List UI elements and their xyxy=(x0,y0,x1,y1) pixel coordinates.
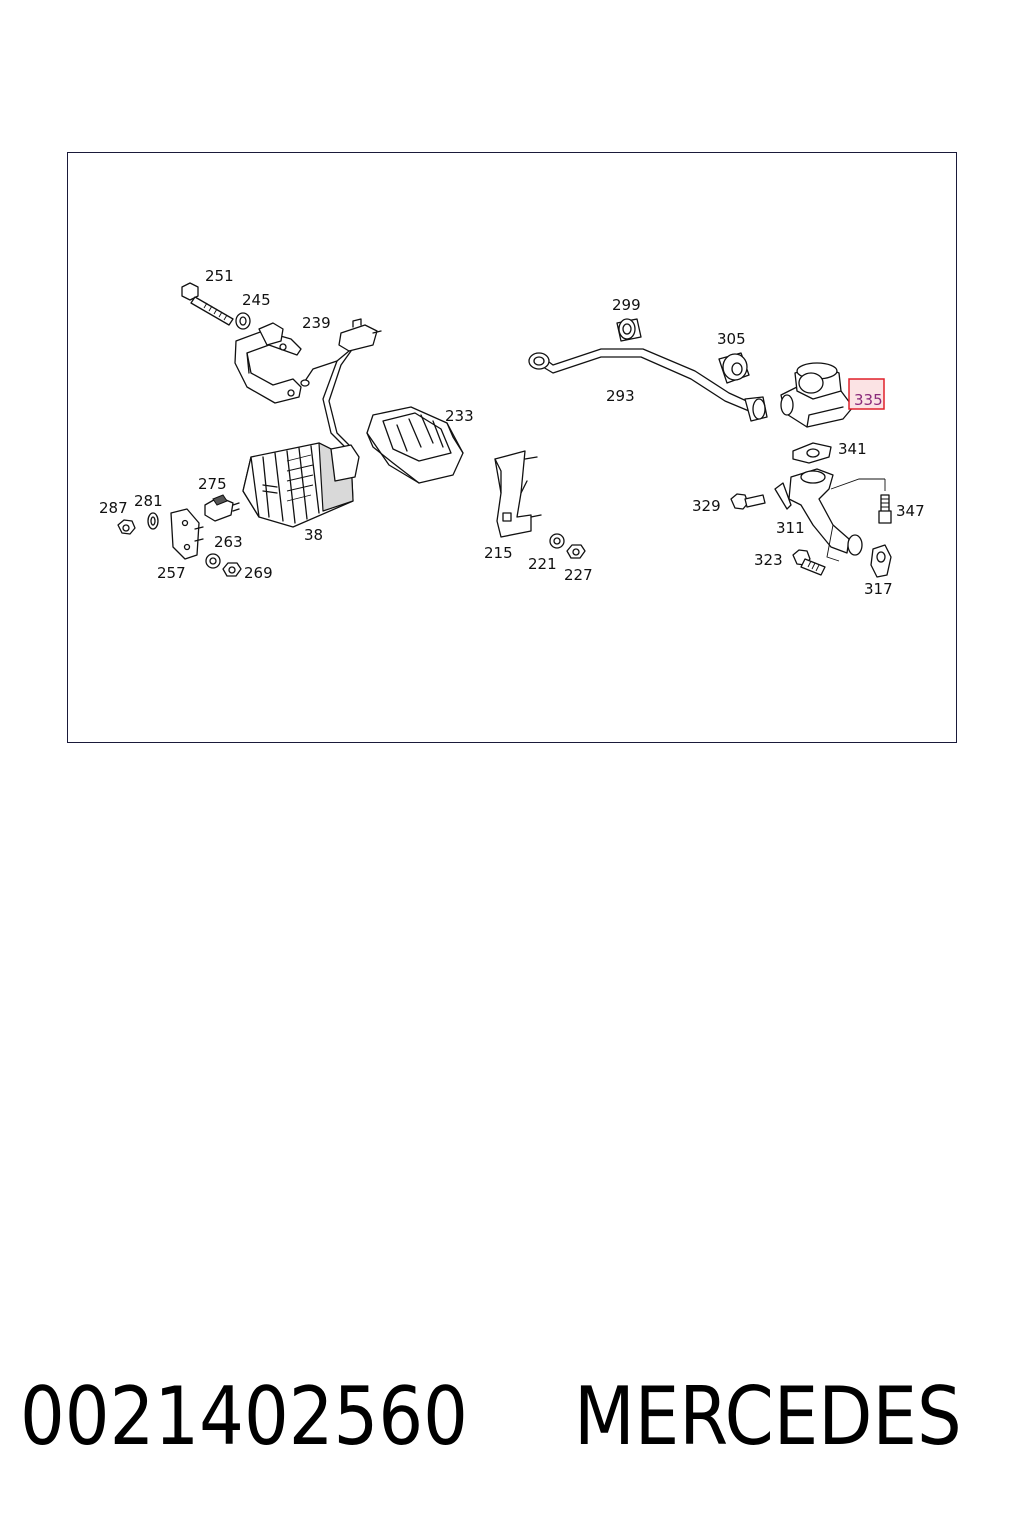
fitting-275 xyxy=(204,494,240,522)
damper-233 xyxy=(366,406,464,484)
pipe-311 xyxy=(774,468,886,562)
wire-harness xyxy=(300,318,382,448)
part-number: 0021402560 xyxy=(20,1370,468,1463)
label-251: 251 xyxy=(205,267,234,285)
washer-245 xyxy=(235,312,251,330)
label-227: 227 xyxy=(564,566,593,584)
label-275: 275 xyxy=(198,475,227,493)
stud-347 xyxy=(878,494,892,524)
label-221: 221 xyxy=(528,555,557,573)
label-347: 347 xyxy=(896,502,925,520)
label-317: 317 xyxy=(864,580,893,598)
washer-221 xyxy=(549,533,565,549)
nut-287 xyxy=(117,519,136,535)
gasket-317 xyxy=(870,544,892,578)
bracket-239 xyxy=(234,322,302,404)
highlight-box[interactable] xyxy=(848,378,885,410)
gasket-341 xyxy=(792,442,832,464)
grommet-299 xyxy=(616,318,642,342)
parts-diagram: 251 245 239 233 38 275 287 281 257 263 2… xyxy=(99,267,925,598)
plate-257 xyxy=(170,508,204,560)
washer-281 xyxy=(147,512,159,530)
bolt-251 xyxy=(181,282,234,326)
label-269: 269 xyxy=(244,564,273,582)
label-38: 38 xyxy=(304,526,323,544)
label-311: 311 xyxy=(776,519,805,537)
label-305: 305 xyxy=(717,330,746,348)
label-287: 287 xyxy=(99,499,128,517)
label-341: 341 xyxy=(838,440,867,458)
label-299: 299 xyxy=(612,296,641,314)
washer-263 xyxy=(205,553,221,569)
footer: 0021402560 MERCEDES xyxy=(0,1370,1024,1470)
tube-293 xyxy=(528,348,768,422)
label-263: 263 xyxy=(214,533,243,551)
label-293: 293 xyxy=(606,387,635,405)
nut-269 xyxy=(222,562,242,577)
label-233: 233 xyxy=(445,407,474,425)
label-335[interactable]: 335 xyxy=(854,391,883,409)
label-215: 215 xyxy=(484,544,513,562)
bolt-323 xyxy=(792,549,826,576)
bracket-215 xyxy=(494,450,542,538)
bolt-329 xyxy=(730,493,766,510)
grommet-305 xyxy=(718,352,750,384)
label-257: 257 xyxy=(157,564,186,582)
label-281: 281 xyxy=(134,492,163,510)
label-329: 329 xyxy=(692,497,721,515)
label-323: 323 xyxy=(754,551,783,569)
diagram-frame: 251 245 239 233 38 275 287 281 257 263 2… xyxy=(67,152,957,743)
nut-227 xyxy=(566,544,586,559)
brand-name: MERCEDES xyxy=(574,1370,962,1463)
label-245: 245 xyxy=(242,291,271,309)
motor-38 xyxy=(242,442,360,528)
label-239: 239 xyxy=(302,314,331,332)
valve-335 xyxy=(780,362,854,428)
